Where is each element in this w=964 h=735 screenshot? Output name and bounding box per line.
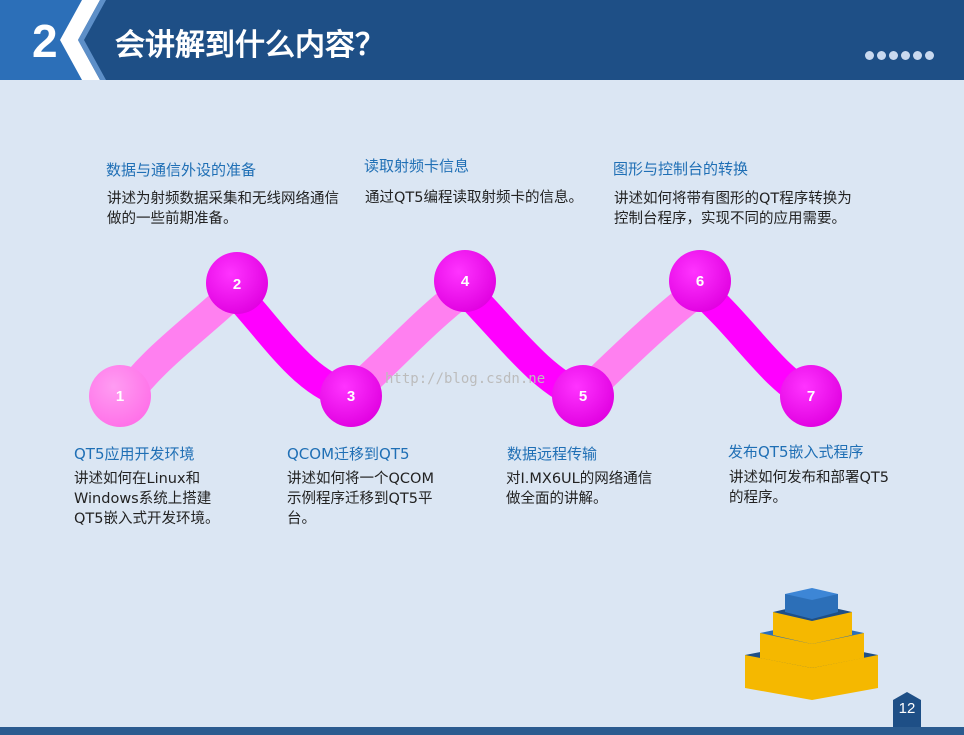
step-6-title: 图形与控制台的转换 xyxy=(613,160,749,178)
step-2-title: 数据与通信外设的准备 xyxy=(106,161,257,179)
step-node-6-label: 6 xyxy=(696,273,704,290)
step-node-1-label: 1 xyxy=(116,388,124,405)
page-number-badge: 12 xyxy=(893,692,921,728)
step-node-1: 1 xyxy=(89,365,151,427)
chevron-divider-icon xyxy=(60,0,106,80)
step-7-title: 发布QT5嵌入式程序 xyxy=(728,443,864,461)
step-2-desc: 讲述为射频数据采集和无线网络通信做的一些前期准备。 xyxy=(107,191,339,227)
header-bar: 2 会讲解到什么内容？ xyxy=(0,0,964,80)
watermark-text: http://blog.csdn.ne xyxy=(385,371,545,387)
step-7-desc: 讲述如何发布和部署QT5的程序。 xyxy=(729,470,889,506)
pyramid-icon xyxy=(745,588,878,700)
page-title: 会讲解到什么内容？ xyxy=(115,28,385,63)
step-6-desc: 讲述如何将带有图形的QT程序转换为控制台程序，实现不同的应用需要。 xyxy=(614,191,852,227)
step-node-5: 5 xyxy=(552,365,614,427)
step-node-4: 4 xyxy=(434,250,496,312)
progress-dots xyxy=(865,51,934,60)
step-4-title: 读取射频卡信息 xyxy=(364,157,470,175)
section-number: 2 xyxy=(32,15,58,67)
dot-icon xyxy=(889,51,898,60)
step-node-3-label: 3 xyxy=(347,388,355,405)
step-node-7-label: 7 xyxy=(807,388,815,405)
step-node-7: 7 xyxy=(780,365,842,427)
step-5-title: 数据远程传输 xyxy=(507,445,598,463)
step-1-title: QT5应用开发环境 xyxy=(74,445,195,463)
page-number: 12 xyxy=(898,700,916,717)
bottom-bar xyxy=(0,727,964,735)
dot-icon xyxy=(865,51,874,60)
step-node-2: 2 xyxy=(206,252,268,314)
dot-icon xyxy=(925,51,934,60)
step-3-desc: 讲述如何将一个QCOM示例程序迁移到QT5平台。 xyxy=(287,471,434,527)
step-node-2-label: 2 xyxy=(233,276,241,293)
step-1-desc: 讲述如何在Linux和Windows系统上搭建QT5嵌入式开发环境。 xyxy=(74,471,220,527)
step-4-desc: 通过QT5编程读取射频卡的信息。 xyxy=(365,190,583,206)
step-node-3: 3 xyxy=(320,365,382,427)
dot-icon xyxy=(913,51,922,60)
step-node-4-label: 4 xyxy=(461,273,470,290)
step-node-5-label: 5 xyxy=(579,388,587,405)
dot-icon xyxy=(901,51,910,60)
dot-icon xyxy=(877,51,886,60)
hexagon-badge-icon xyxy=(893,692,921,728)
step-node-6: 6 xyxy=(669,250,731,312)
step-3-title: QCOM迁移到QT5 xyxy=(287,445,410,463)
step-5-desc: 对I.MX6UL的网络通信做全面的讲解。 xyxy=(506,471,653,507)
